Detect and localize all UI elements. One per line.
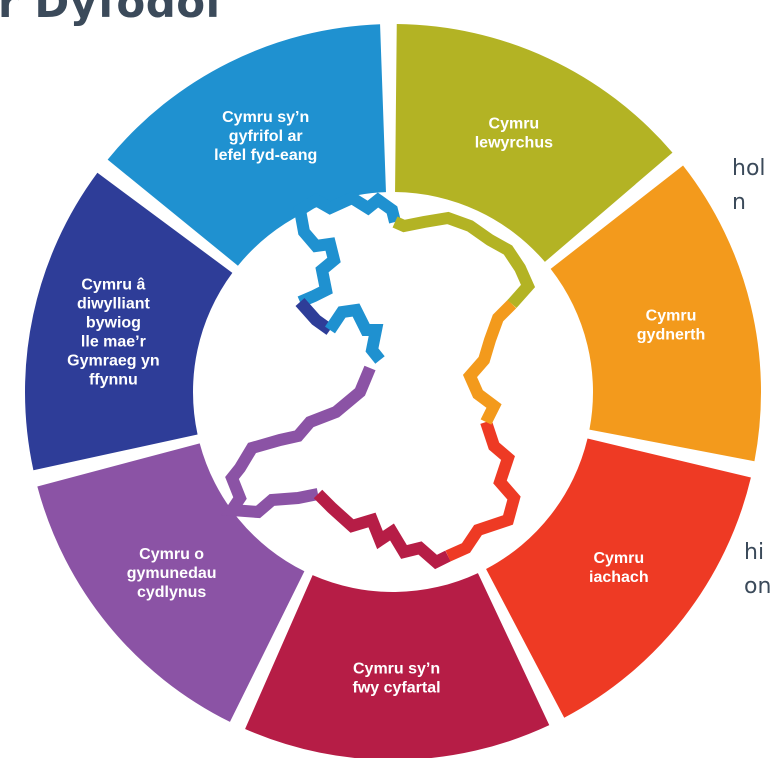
wheel-segment-label-line: Cymru (646, 307, 697, 324)
wheel-segment-label-line: bywiog (86, 314, 141, 331)
wheel-segment-label-line: lewyrchus (475, 134, 553, 151)
wheel-segment (486, 438, 751, 718)
wheel-segment-label: Cymru sy’n gyfrifol ar lefel fyd-eang (214, 109, 317, 164)
wales-map-outline (221, 191, 536, 570)
wheel-segment (37, 443, 305, 722)
wheel-segment-label: Cymru gydnerth (637, 307, 705, 343)
wheel-segment-label-line: lle mae’r (81, 333, 146, 350)
wheel-segment-label-line: gyfrifol ar (229, 128, 303, 145)
wales-outline-olive (392, 211, 536, 308)
wheel-segment-label-line: ffynnu (89, 371, 138, 388)
wheel-segment (550, 165, 762, 462)
wheel-segment-label-line: Cymru â (81, 276, 145, 293)
side-text-line: hol (732, 156, 766, 181)
wales-outline-purple (221, 365, 376, 519)
side-text-bottom: hi on (744, 536, 771, 604)
side-text-line: hi (744, 540, 765, 565)
wheel-segment-label-line: Cymru (593, 550, 644, 567)
wheel-segment (24, 172, 233, 471)
wheel-segment-label: Cymru iachach (589, 550, 649, 586)
wheel-segment-label-line: gymunedau (127, 565, 217, 582)
wheel-segment (395, 24, 673, 262)
side-text-top: hol n (732, 152, 766, 220)
wheel-segment (245, 573, 550, 758)
wheel-segment-label-line: Cymru sy’n (353, 660, 440, 677)
wheel-segment-label: Cymru sy’n fwy cyfartal (353, 660, 441, 696)
wheel-segment-label-line: diwylliant (77, 295, 151, 312)
wheel-segment-label-line: cydlynus (137, 584, 206, 601)
wales-outline-navy (295, 298, 334, 335)
wales-outline-blue (293, 191, 401, 308)
wheel-segment-label: Cymru lewyrchus (475, 115, 553, 151)
page-title: r Dyfodol (0, 0, 221, 27)
wheel-segment-label-line: iachach (589, 569, 649, 586)
wheel-segment-label-line: gydnerth (637, 326, 705, 343)
side-text-line: n (732, 190, 746, 215)
wales-outline-crimson (313, 489, 451, 570)
wheel-segment-label-line: Cymru o (139, 546, 204, 563)
wales-outline-red (445, 420, 521, 562)
wheel-segment-label-line: Cymru sy’n (222, 109, 309, 126)
wheel-segment-label: Cymru o gymunedau cydlynus (127, 546, 217, 601)
wheel-segment-label-line: lefel fyd-eang (214, 147, 317, 164)
wales-outline-blue-2 (325, 303, 385, 364)
wales-outline-orange (462, 299, 517, 425)
wheel-segment-label-line: fwy cyfartal (353, 679, 441, 696)
side-text-line: on (744, 574, 772, 599)
wheel-segment-label-line: Gymraeg yn (67, 352, 159, 369)
wheel-segment-label-line: Cymru (489, 115, 540, 132)
